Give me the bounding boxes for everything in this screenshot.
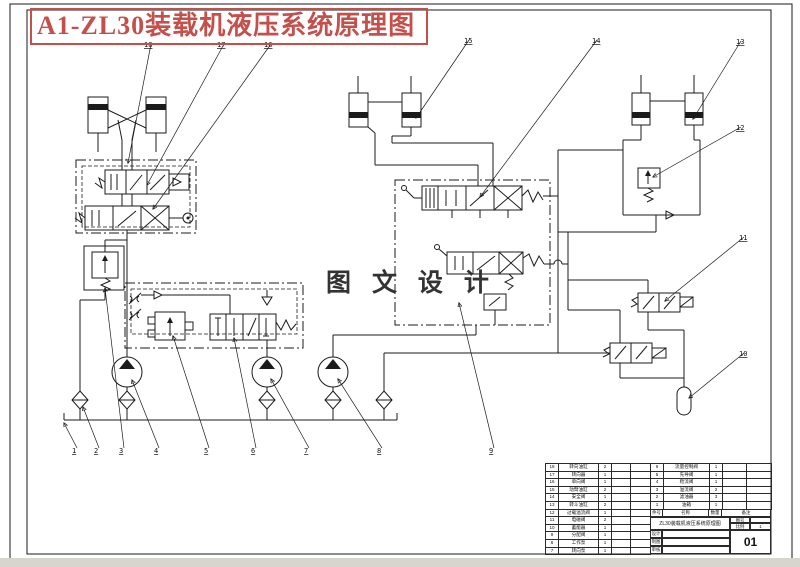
steering-cylinders [88,97,166,170]
callout-2: 2 [94,447,98,455]
callout-17: 17 [217,41,225,49]
title-block-scale-label: 比例 [730,523,750,530]
callout-8: 8 [377,447,381,455]
title-block-drawing-name: ZL30装载机液压系统原理图 [650,516,730,530]
leader-lines [64,40,744,448]
bom-header-note: 备注 [722,508,771,517]
title-block-draft-label: 制图 [650,537,662,546]
hydraulic-pumps [112,325,476,391]
callout-11: 11 [739,234,747,242]
callout-16: 16 [264,41,272,49]
bom-header-qty: 数量 [709,508,722,517]
title-block-tuhao-value [750,516,771,523]
title-block-design-label: 设计 [650,529,662,538]
steering-valve-block [75,160,196,357]
main-valve-block [395,180,550,325]
callout-10: 10 [739,350,747,358]
suction-filters [72,353,392,420]
bom-header-row: 件号 名称 数量 备注 [650,508,771,517]
callout-15: 15 [464,37,472,45]
callout-5: 5 [204,447,208,455]
bom-header-no: 件号 [650,508,663,517]
callout-4: 4 [154,447,158,455]
title-block: ZL30装载机液压系统原理图 图号 比例 1 设计 制图 审核 01 [650,516,771,554]
overload-relief-valve [623,140,700,232]
tank-line [64,413,397,420]
title-block-design-value [662,529,730,538]
title-block-tuhao-label: 图号 [730,516,750,523]
callout-1: 1 [72,447,76,455]
callout-7: 7 [304,447,308,455]
callout-labels: 1 2 3 4 5 6 7 8 9 10 11 12 13 14 15 16 1… [72,37,747,455]
lift-cylinders [349,76,493,186]
callout-3: 3 [119,447,123,455]
callout-12: 12 [736,124,744,132]
title-block-sheet-number: 01 [730,529,771,554]
title-block-check-label: 审核 [650,545,662,554]
page-title: A1-ZL30装载机液压系统原理图 [30,8,428,45]
title-block-check-value [662,545,730,554]
title-block-draft-value [662,537,730,546]
pipe-lines [384,150,684,387]
watermark-text: 图 文 设 计 [326,269,496,297]
callout-14: 14 [592,37,600,45]
bucket-cylinders [632,75,703,140]
page-edge [0,558,800,567]
callout-13: 13 [736,38,744,46]
callout-9: 9 [489,447,493,455]
bom-header-name: 名称 [663,508,709,517]
title-block-scale-value: 1 [750,523,771,530]
callout-18: 18 [144,41,152,49]
accumulator [677,387,691,415]
callout-6: 6 [251,447,255,455]
pilot-valve-block [125,283,303,357]
